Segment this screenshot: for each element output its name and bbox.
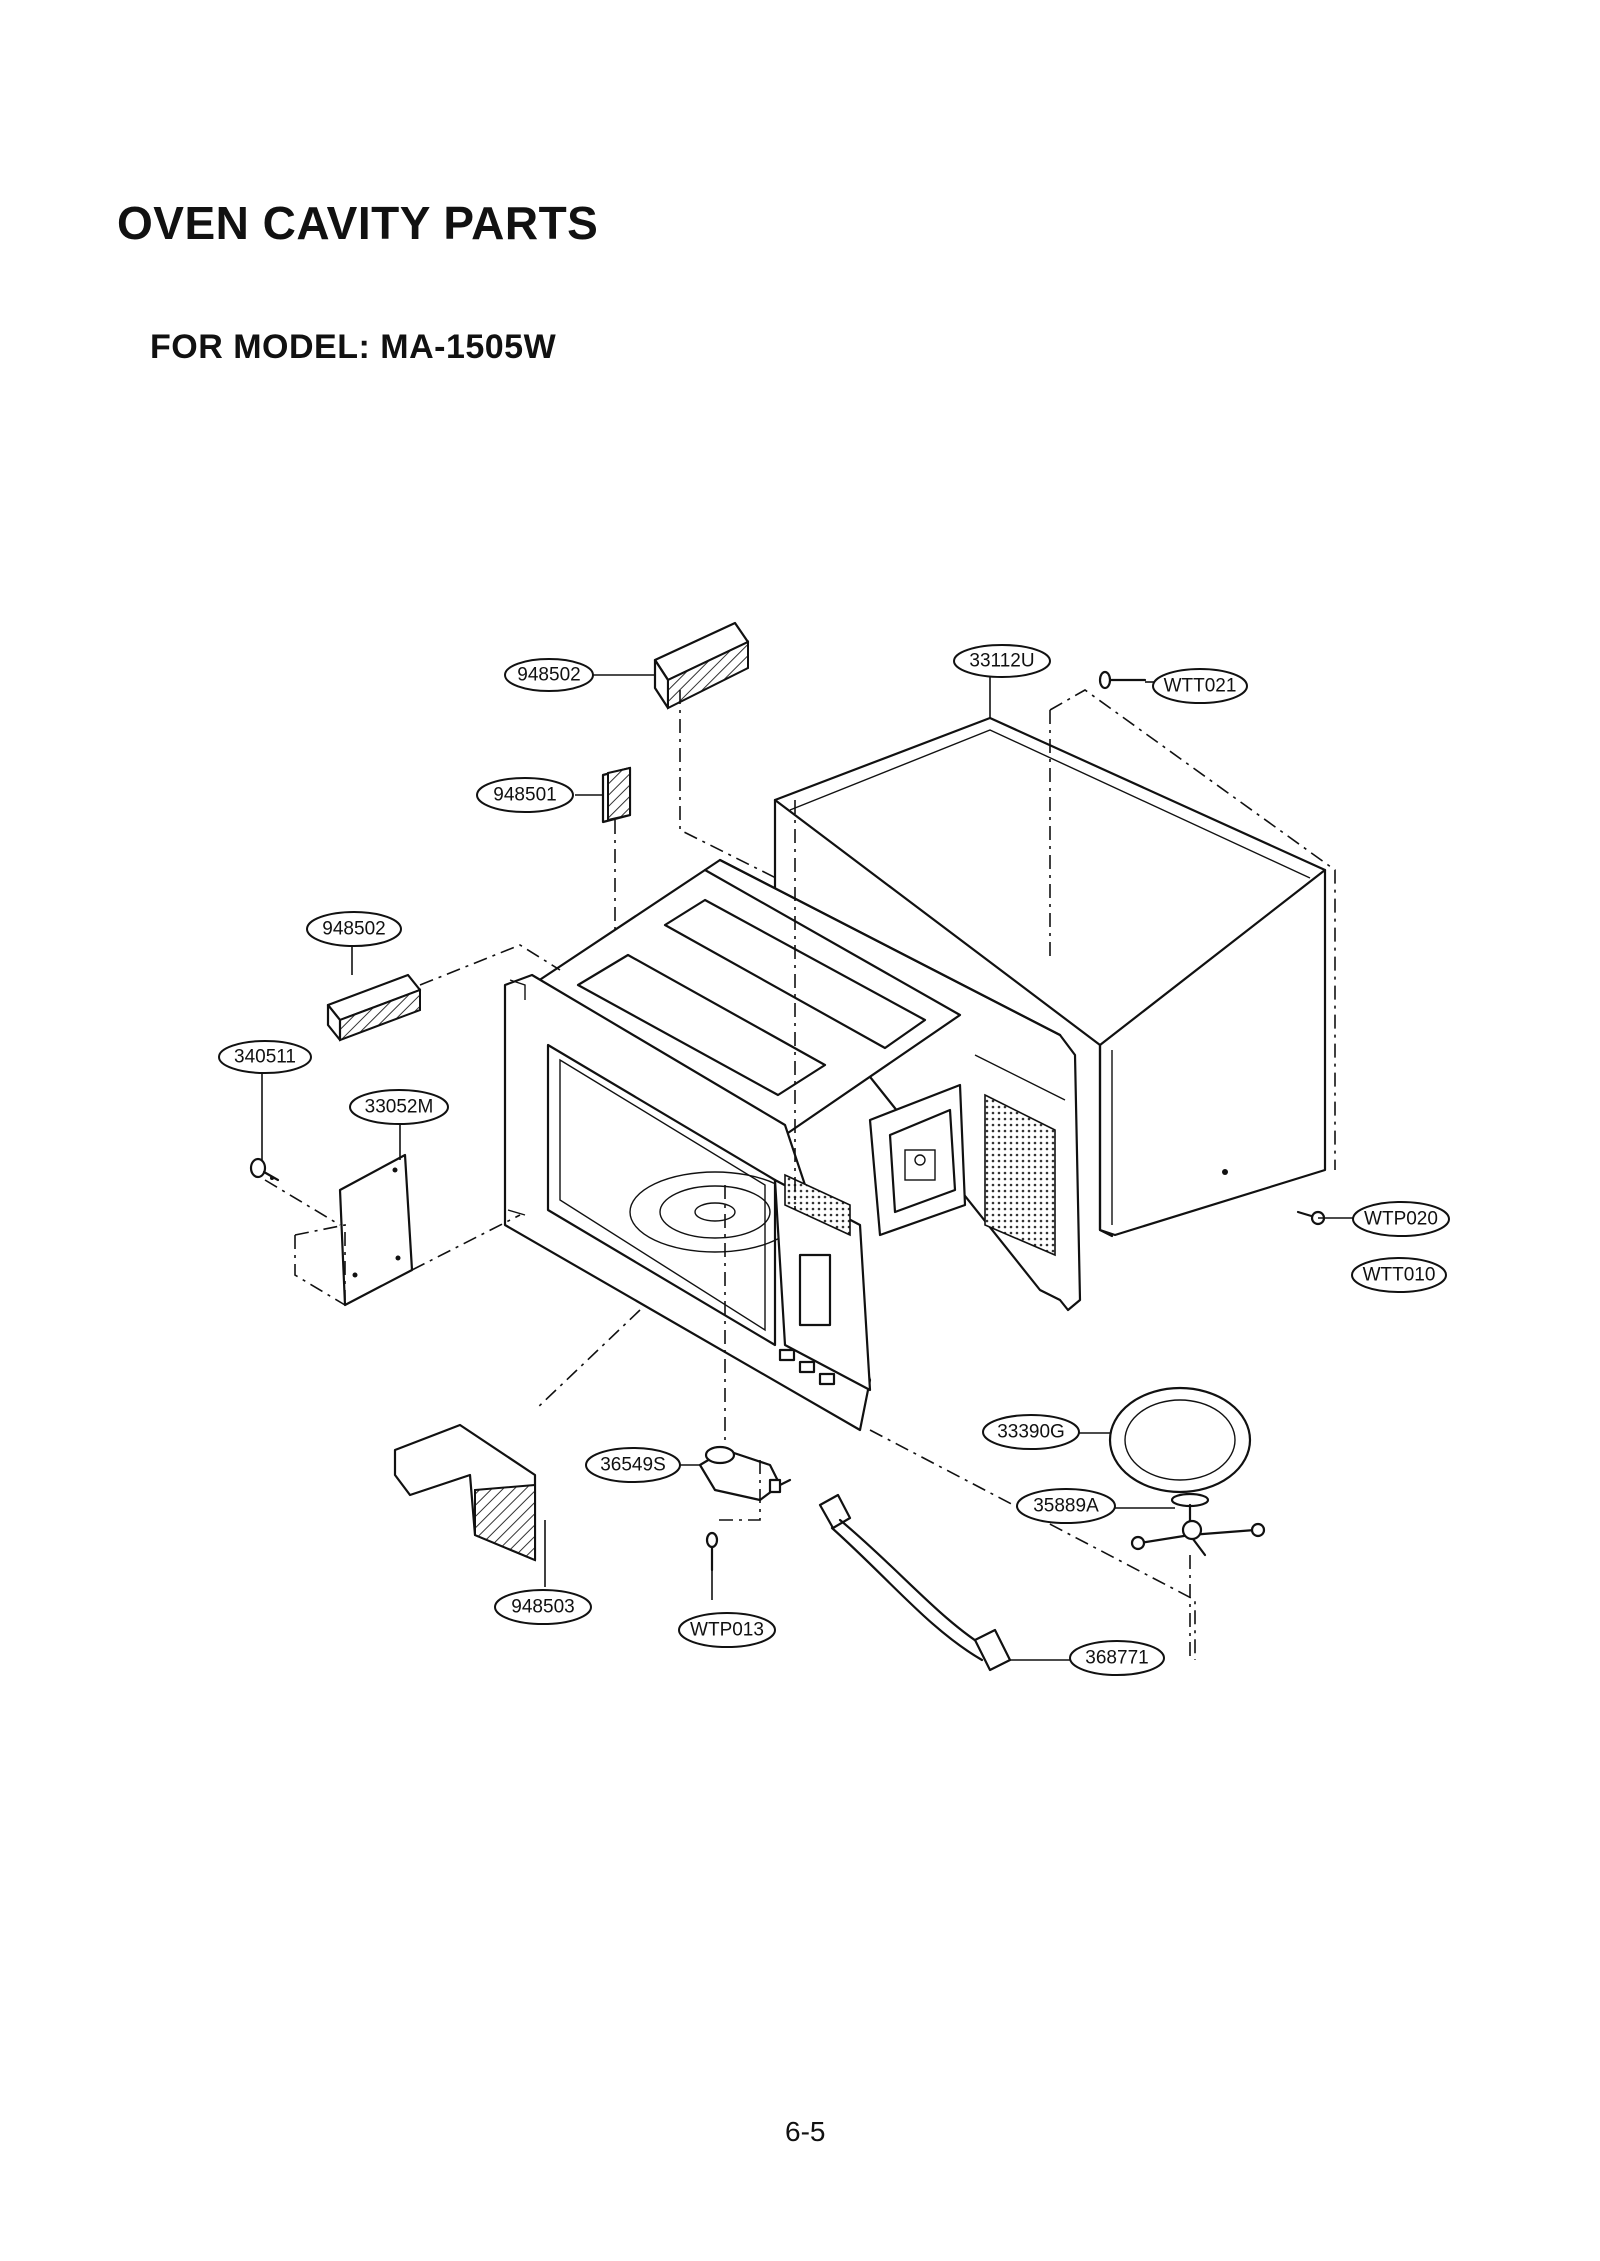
svg-text:948503: 948503 xyxy=(511,1597,574,1618)
page-number: 6-5 xyxy=(785,2116,826,2147)
spacer-block-left xyxy=(326,973,422,1042)
foam-948503 xyxy=(393,1423,537,1562)
svg-text:WTT021: WTT021 xyxy=(1164,676,1237,697)
model-subtitle: FOR MODEL: MA-1505W xyxy=(150,328,557,366)
label-WTT010: WTT010 xyxy=(1351,1257,1447,1293)
harness-368771 xyxy=(818,1493,1012,1672)
pad-948501 xyxy=(601,766,632,824)
label-35889A: 35889A xyxy=(1016,1488,1116,1524)
roller-35889A xyxy=(1130,1492,1266,1557)
label-368771: 368771 xyxy=(1069,1640,1165,1676)
screw-WTP020 xyxy=(1296,1210,1355,1226)
label-33390G: 33390G xyxy=(982,1414,1080,1450)
oven-cavity xyxy=(503,858,1082,1432)
page-title: OVEN CAVITY PARTS xyxy=(117,197,599,249)
screw-WTP013 xyxy=(705,1531,719,1572)
label-948502-top: 948502 xyxy=(504,658,594,692)
svg-text:36549S: 36549S xyxy=(600,1455,666,1476)
svg-text:33112U: 33112U xyxy=(969,651,1034,672)
glass-tray-33390G xyxy=(1108,1386,1252,1494)
label-36549S: 36549S xyxy=(585,1447,681,1483)
guide-lines xyxy=(264,689,1336,1660)
label-WTP020: WTP020 xyxy=(1352,1201,1450,1237)
label-33112U: 33112U xyxy=(953,644,1051,678)
label-948501: 948501 xyxy=(476,777,574,813)
label-33052M: 33052M xyxy=(349,1089,449,1125)
svg-text:948502: 948502 xyxy=(322,919,385,940)
svg-text:948502: 948502 xyxy=(517,665,580,686)
svg-text:WTT010: WTT010 xyxy=(1363,1265,1436,1286)
svg-text:948501: 948501 xyxy=(493,785,556,806)
svg-text:368771: 368771 xyxy=(1085,1648,1148,1669)
label-948502-left: 948502 xyxy=(306,911,402,947)
label-948503: 948503 xyxy=(494,1589,592,1625)
svg-text:33390G: 33390G xyxy=(997,1422,1065,1443)
label-WTP013: WTP013 xyxy=(678,1612,776,1648)
svg-text:WTP013: WTP013 xyxy=(690,1620,764,1641)
svg-text:35889A: 35889A xyxy=(1033,1496,1099,1517)
svg-text:33052M: 33052M xyxy=(365,1097,434,1118)
label-WTT021: WTT021 xyxy=(1152,668,1248,704)
spacer-block-top xyxy=(653,621,750,710)
plate-33052M xyxy=(338,1153,414,1307)
screw-WTT021 xyxy=(1098,670,1147,690)
screw-340511 xyxy=(249,1157,280,1182)
label-340511: 340511 xyxy=(218,1040,312,1074)
svg-text:340511: 340511 xyxy=(234,1047,296,1068)
svg-text:WTP020: WTP020 xyxy=(1364,1209,1438,1230)
motor-36549S xyxy=(698,1445,792,1502)
